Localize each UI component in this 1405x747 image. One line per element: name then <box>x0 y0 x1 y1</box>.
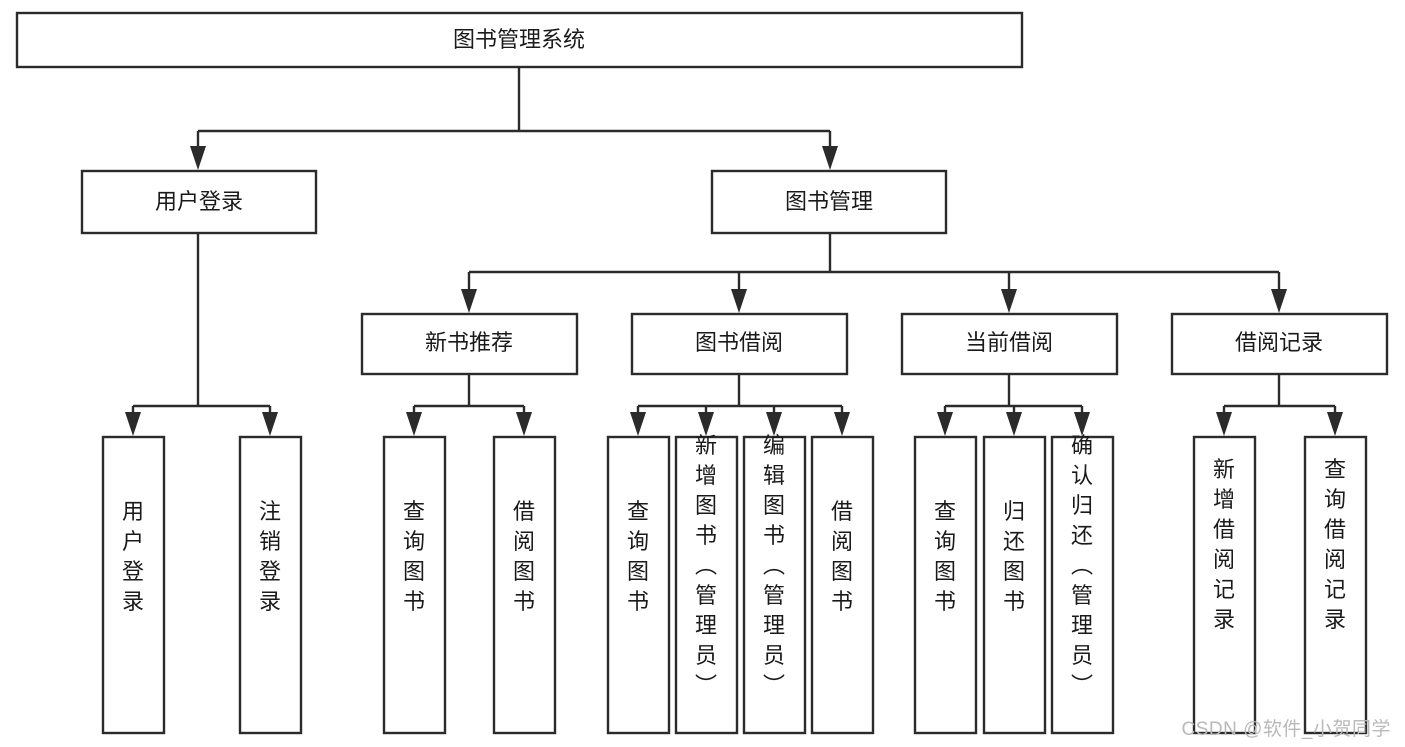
leaf-edit-book-admin-box <box>742 435 807 735</box>
node-root-box <box>15 11 1024 69</box>
node-user-login[interactable]: 用户登录 <box>80 169 318 235</box>
arrow-to-user-login <box>190 146 206 170</box>
leaf-query-book-newbook-box <box>382 435 447 735</box>
leaf-user-login-box <box>101 435 166 735</box>
node-new-book-recommend-label: 新书推荐 <box>425 330 513 355</box>
node-root-label: 图书管理系统 <box>453 27 585 52</box>
leaf-logout-label: 注销登录 <box>259 499 281 614</box>
node-user-login-box <box>80 169 318 235</box>
leaf-add-book-admin-box <box>674 435 739 735</box>
leaf-add-book-admin[interactable]: 新增图书︵管理员︶ <box>674 433 739 735</box>
node-book-management[interactable]: 图书管理 <box>710 169 948 235</box>
leaf-borrow-book-newbook[interactable]: 借阅图书 <box>492 435 557 735</box>
node-book-borrow-label: 图书借阅 <box>695 330 783 355</box>
arrow-to-leaf-query-book-bb <box>630 412 646 436</box>
leaf-edit-book-admin-label: 编辑图书︵管理员︶ <box>763 433 785 698</box>
leaf-logout[interactable]: 注销登录 <box>238 435 303 735</box>
node-new-book-recommend-box <box>360 312 579 376</box>
leaf-query-book-borrow-label: 查询图书 <box>627 499 649 614</box>
arrow-to-leaf-add-book <box>698 412 714 436</box>
arrow-to-new-book <box>461 289 477 313</box>
leaf-borrow-book-newbook-label: 借阅图书 <box>513 499 535 614</box>
connectors-current-borrow-to-leaves <box>937 374 1090 436</box>
leaf-query-book-newbook[interactable]: 查询图书 <box>382 435 447 735</box>
arrow-to-leaf-borrow-book-bb <box>834 412 850 436</box>
node-current-borrow-box <box>900 312 1119 376</box>
node-user-login-label: 用户登录 <box>155 189 243 214</box>
arrow-to-current-borrow <box>1001 289 1017 313</box>
arrow-to-leaf-return-book <box>1006 412 1022 436</box>
arrow-to-leaf-query-record <box>1327 412 1343 436</box>
arrow-to-leaf-query-book-cb <box>937 412 953 436</box>
arrow-to-leaf-borrow-book-nb <box>516 412 532 436</box>
csdn-watermark: CSDN @软件_小贺同学 <box>1181 719 1391 740</box>
leaf-query-book-current-box <box>913 435 978 735</box>
node-borrow-record-label: 借阅记录 <box>1235 330 1323 355</box>
node-current-borrow-label: 当前借阅 <box>965 330 1053 355</box>
leaf-confirm-return-admin[interactable]: 确认归还︵管理员︶ <box>1050 433 1115 735</box>
leaf-confirm-return-admin-label: 确认归还︵管理员︶ <box>1071 433 1093 698</box>
arrow-to-leaf-confirm-return <box>1074 412 1090 436</box>
node-borrow-record[interactable]: 借阅记录 <box>1170 312 1389 376</box>
leaf-query-book-current-label: 查询图书 <box>934 499 956 614</box>
leaf-add-book-admin-label: 新增图书︵管理员︶ <box>695 433 717 698</box>
leaf-query-book-borrow-box <box>606 435 671 735</box>
leaf-query-borrow-record-box <box>1303 435 1368 735</box>
leaf-confirm-return-admin-box <box>1050 435 1115 735</box>
node-book-borrow-box <box>630 312 849 376</box>
connectors-new-book-to-leaves <box>406 374 532 436</box>
arrow-to-book-borrow <box>731 289 747 313</box>
arrow-to-leaf-add-record <box>1216 412 1232 436</box>
node-book-borrow[interactable]: 图书借阅 <box>630 312 849 376</box>
arrow-to-leaf-user-login <box>125 412 141 436</box>
leaf-query-book-newbook-label: 查询图书 <box>403 499 425 614</box>
leaf-add-borrow-record-box <box>1192 435 1257 735</box>
leaf-borrow-book-borrow-box <box>810 435 875 735</box>
node-book-management-box <box>710 169 948 235</box>
connectors-user-login-to-leaves <box>125 233 278 436</box>
leaf-query-borrow-record-label: 查询借阅记录 <box>1324 457 1346 632</box>
arrow-to-leaf-query-book-nb <box>406 412 422 436</box>
arrow-to-leaf-edit-book <box>766 412 782 436</box>
leaf-return-book[interactable]: 归还图书 <box>982 435 1047 735</box>
leaf-query-book-borrow[interactable]: 查询图书 <box>606 435 671 735</box>
connectors-book-borrow-to-leaves <box>630 374 850 436</box>
leaf-return-book-box <box>982 435 1047 735</box>
connectors-book-manage-to-level3 <box>461 233 1287 313</box>
node-root-book-management-system[interactable]: 图书管理系统 <box>15 11 1024 69</box>
leaf-query-book-current[interactable]: 查询图书 <box>913 435 978 735</box>
leaf-user-login-label: 用户登录 <box>122 499 144 614</box>
arrow-to-borrow-record <box>1271 289 1287 313</box>
leaf-user-login[interactable]: 用户登录 <box>101 435 166 735</box>
leaf-return-book-label: 归还图书 <box>1003 499 1025 614</box>
node-book-management-label: 图书管理 <box>785 189 873 214</box>
leaf-borrow-book-borrow-label: 借阅图书 <box>831 499 853 614</box>
node-current-borrow[interactable]: 当前借阅 <box>900 312 1119 376</box>
connectors-root-to-level2 <box>190 67 838 170</box>
arrow-to-book-manage <box>822 146 838 170</box>
leaf-edit-book-admin[interactable]: 编辑图书︵管理员︶ <box>742 433 807 735</box>
leaf-query-borrow-record[interactable]: 查询借阅记录 <box>1303 435 1368 735</box>
leaf-borrow-book-newbook-box <box>492 435 557 735</box>
leaf-add-borrow-record[interactable]: 新增借阅记录 <box>1192 435 1257 735</box>
arrow-to-leaf-logout <box>262 412 278 436</box>
node-new-book-recommend[interactable]: 新书推荐 <box>360 312 579 376</box>
leaf-borrow-book-borrow[interactable]: 借阅图书 <box>810 435 875 735</box>
node-borrow-record-box <box>1170 312 1389 376</box>
connectors-borrow-record-to-leaves <box>1216 374 1343 436</box>
leaf-add-borrow-record-label: 新增借阅记录 <box>1213 457 1235 632</box>
leaf-logout-box <box>238 435 303 735</box>
